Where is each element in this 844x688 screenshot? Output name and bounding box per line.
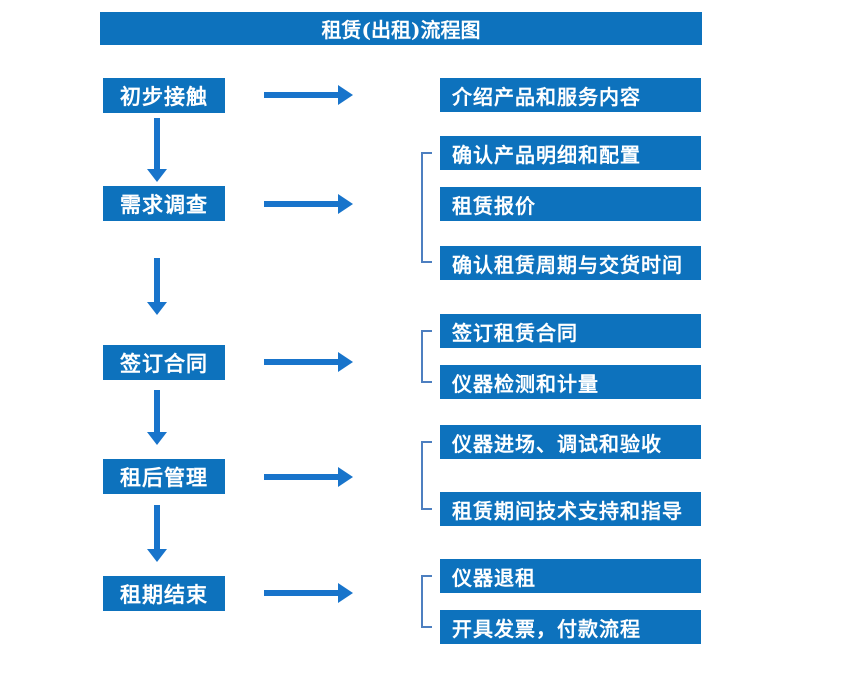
right-arrow-icon xyxy=(264,467,353,487)
right-arrow-icon xyxy=(264,194,353,214)
detail-box-instrument-testing: 仪器检测和计量 xyxy=(440,365,701,399)
detail-label: 确认租赁周期与交货时间 xyxy=(452,252,683,277)
group-bracket-icon xyxy=(421,575,432,628)
step-box-lease-end: 租期结束 xyxy=(103,576,225,611)
detail-box-invoice-payment: 开具发票，付款流程 xyxy=(440,610,701,644)
page-title: 租赁(出租)流程图 xyxy=(321,18,481,42)
right-arrow-icon xyxy=(264,352,353,372)
detail-label: 租赁期间技术支持和指导 xyxy=(452,498,683,523)
step-box-demand-survey: 需求调查 xyxy=(103,186,225,221)
detail-box-instrument-setup: 仪器进场、调试和验收 xyxy=(440,425,701,459)
group-bracket-icon xyxy=(421,330,432,383)
down-arrow-icon xyxy=(147,390,167,445)
detail-label: 仪器退租 xyxy=(452,565,536,590)
right-arrow-icon xyxy=(264,583,353,603)
detail-box-confirm-product-spec: 确认产品明细和配置 xyxy=(440,136,701,170)
detail-box-sign-lease-contract: 签订租赁合同 xyxy=(440,314,701,348)
title-bar: 租赁(出租)流程图 xyxy=(100,12,702,45)
detail-box-tech-support: 租赁期间技术支持和指导 xyxy=(440,492,701,526)
detail-box-confirm-lease-period: 确认租赁周期与交货时间 xyxy=(440,246,701,280)
down-arrow-icon xyxy=(147,505,167,562)
detail-label: 签订租赁合同 xyxy=(452,320,578,345)
detail-label: 开具发票，付款流程 xyxy=(452,616,641,641)
step-label: 初步接触 xyxy=(120,83,208,109)
step-label: 租期结束 xyxy=(120,581,208,607)
right-arrow-icon xyxy=(264,85,353,105)
down-arrow-icon xyxy=(147,258,167,315)
step-box-sign-contract: 签订合同 xyxy=(103,345,225,380)
step-box-post-lease-mgmt: 租后管理 xyxy=(103,459,225,494)
detail-label: 介绍产品和服务内容 xyxy=(452,84,641,109)
step-label: 需求调查 xyxy=(120,191,208,217)
detail-box-rental-quote: 租赁报价 xyxy=(440,187,701,221)
step-label: 租后管理 xyxy=(120,464,208,490)
detail-box-introduce-products: 介绍产品和服务内容 xyxy=(440,78,701,112)
detail-label: 租赁报价 xyxy=(452,193,536,218)
group-bracket-icon xyxy=(421,441,432,510)
detail-label: 确认产品明细和配置 xyxy=(452,142,641,167)
step-box-initial-contact: 初步接触 xyxy=(103,78,225,113)
detail-label: 仪器检测和计量 xyxy=(452,371,599,396)
step-label: 签订合同 xyxy=(120,350,208,376)
detail-box-instrument-return: 仪器退租 xyxy=(440,559,701,593)
down-arrow-icon xyxy=(147,118,167,182)
group-bracket-icon xyxy=(421,152,432,263)
detail-label: 仪器进场、调试和验收 xyxy=(452,431,662,456)
